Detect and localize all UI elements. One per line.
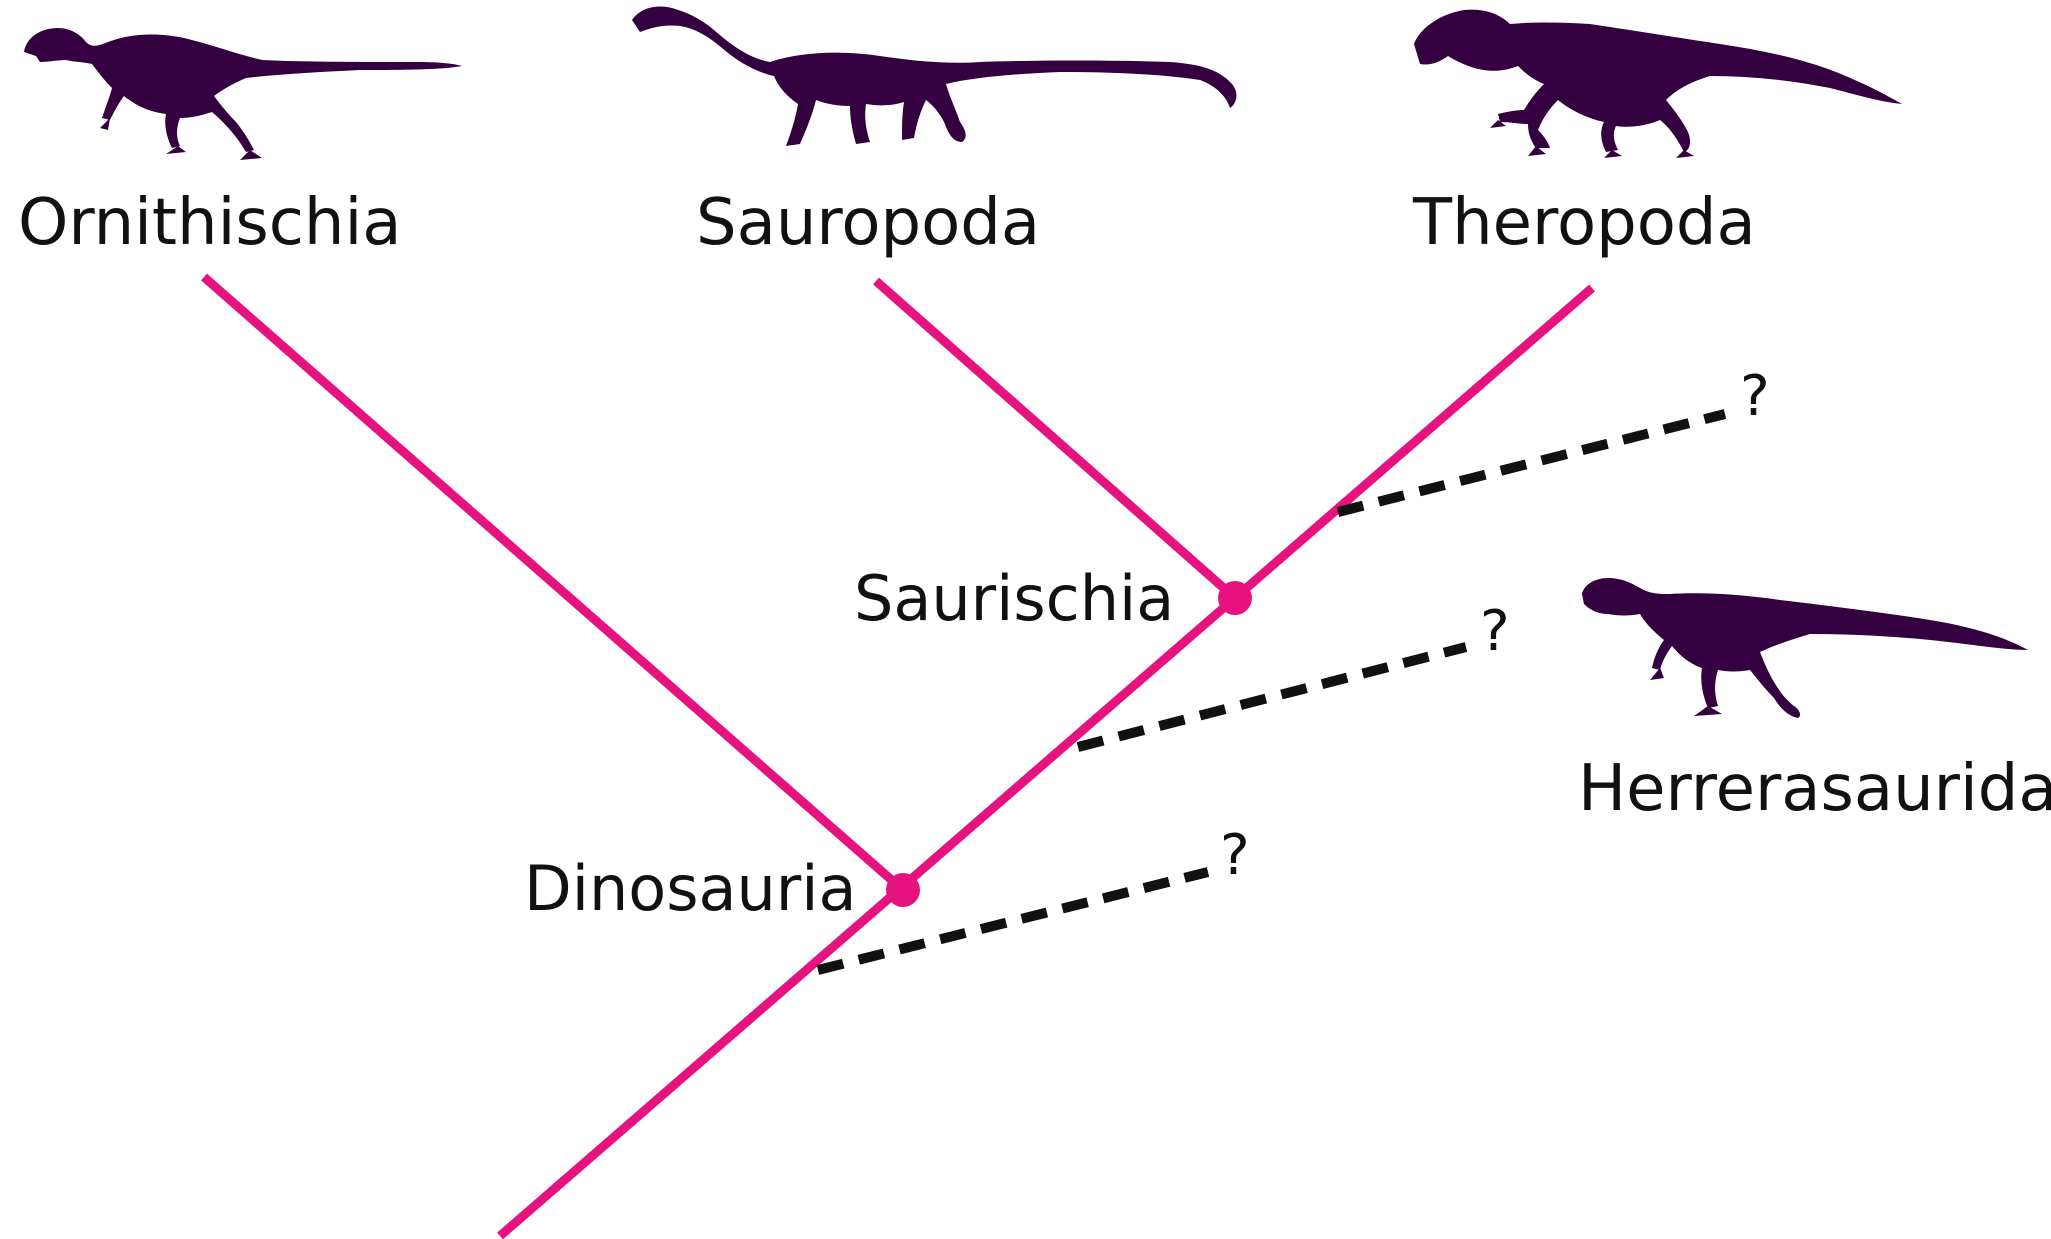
uncertain-branch-upper bbox=[1336, 409, 1727, 517]
saurischia-node bbox=[1218, 581, 1252, 615]
dinosauria-label: Dinosauria bbox=[524, 852, 857, 925]
herrerasaurid-dinosaur-silhouette-icon bbox=[1582, 578, 2028, 718]
question-mark-lower: ? bbox=[1220, 823, 1250, 888]
question-mark-middle: ? bbox=[1480, 599, 1510, 664]
sauropod-dinosaur-silhouette-icon bbox=[632, 6, 1237, 146]
saurischia-label: Saurischia bbox=[854, 562, 1174, 635]
sauropoda-label: Sauropoda bbox=[696, 186, 1040, 260]
ornithischian-dinosaur-silhouette-icon bbox=[24, 28, 462, 160]
ornithischia-branch bbox=[201, 273, 906, 894]
sauropoda-branch bbox=[873, 277, 1238, 602]
uncertain-branch-lower bbox=[816, 867, 1210, 975]
question-mark-upper: ? bbox=[1740, 364, 1770, 429]
ornithischia-label: Ornithischia bbox=[18, 186, 401, 260]
dinosauria-node bbox=[886, 873, 920, 907]
trunk-branch bbox=[497, 284, 1595, 1239]
uncertain-branch-middle bbox=[1076, 642, 1468, 752]
herrerasauridae-label: Herrerasauridae bbox=[1578, 752, 2051, 826]
theropod-dinosaur-silhouette-icon bbox=[1414, 9, 1902, 158]
theropoda-label: Theropoda bbox=[1412, 186, 1756, 260]
